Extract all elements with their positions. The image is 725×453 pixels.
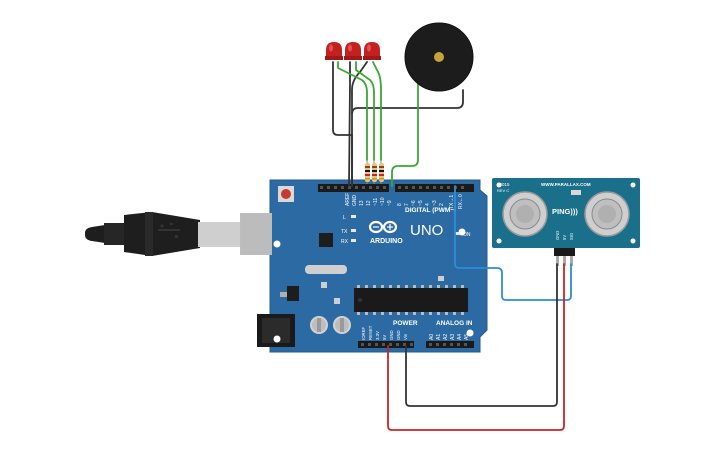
pin-label: 13: [359, 200, 365, 206]
led-l-label: L: [343, 215, 346, 221]
brand-label: ARDUINO: [370, 238, 403, 245]
sensor-pin-label: GND: [555, 231, 560, 240]
pin-label: AREF: [345, 193, 351, 206]
sensor-rev: REV C: [497, 188, 509, 193]
wire-green-led3: [372, 61, 382, 161]
led-rx-label: RX: [341, 239, 349, 245]
regulator: [287, 286, 299, 301]
pin-label: Vin: [403, 333, 408, 340]
resistor: [365, 158, 370, 184]
pin-label: 4: [425, 203, 431, 206]
arduino-uno-board: AREF GND 13 12 ~11 ~10 ~9 8 7 ~6 ~5 4 ~3…: [242, 179, 488, 353]
led-tx: [351, 229, 356, 232]
analog-label: ANALOG IN: [436, 320, 473, 327]
pin-label: ~10: [380, 197, 386, 206]
digital-header-label: DIGITAL (PWM~): [405, 207, 456, 214]
pin-label: TX→1: [449, 195, 455, 209]
led-on: [455, 232, 460, 235]
pin-label: 12: [366, 200, 372, 206]
sensor-site: WWW.PARALLAX.COM: [541, 182, 591, 187]
pin-label: GND: [396, 330, 401, 340]
top-pin-labels: AREF GND 13 12 ~11 ~10 ~9 8 7 ~6 ~5 4 ~3…: [345, 193, 464, 209]
pin-label: A0: [429, 334, 435, 340]
piezo-buzzer: [404, 22, 474, 92]
power-label: POWER: [393, 320, 418, 327]
wire-green-led1: [337, 61, 368, 161]
pin-label: 7: [404, 203, 410, 206]
pin-label: 8: [397, 203, 403, 206]
pin-label: ~11: [373, 198, 379, 206]
capacitor: [333, 316, 351, 334]
pin-label: A2: [443, 334, 449, 340]
sensor-pin-label: 5V: [562, 235, 567, 240]
usb-chip: [319, 233, 333, 247]
led-red-3: [363, 42, 381, 60]
transducer-left: [502, 191, 548, 237]
pin-label: 3.3V: [375, 331, 380, 340]
sensor-model: 28015: [497, 182, 510, 187]
wire-black-led1: [332, 61, 353, 187]
header-power: [358, 341, 414, 348]
pin-label: 5V: [382, 335, 387, 340]
pin-label: 2: [439, 203, 445, 206]
board-model-label: UNO: [410, 222, 443, 239]
atmega-chip: [354, 285, 468, 315]
pin-label: ~6: [411, 200, 417, 206]
pin-label: RESET: [368, 325, 373, 340]
capacitor: [310, 316, 328, 334]
wire-blue-signal: [454, 185, 572, 301]
arduino-logo: [368, 220, 398, 234]
pin-label: IOREF: [361, 326, 366, 340]
pin-label: ~5: [418, 200, 424, 206]
crystal: [305, 265, 347, 274]
wire-green-led2: [355, 61, 375, 161]
usb-port: [242, 213, 272, 255]
transducer-right: [584, 191, 630, 237]
led-l: [351, 215, 356, 218]
resistor-array: [365, 158, 384, 184]
pin-label: A4: [457, 334, 463, 340]
pin-label: GND: [389, 330, 394, 340]
led-tx-label: TX: [341, 229, 348, 235]
wire-red-sensor-5v: [387, 263, 565, 431]
analog-pin-labels: A0 A1 A2 A3 A4 A5: [429, 334, 470, 340]
power-pin-labels: IOREF RESET 3.3V 5V GND GND Vin: [361, 325, 408, 340]
sensor-pin-label: SIG: [569, 233, 574, 240]
wire-black-led3: [351, 61, 368, 187]
ping-ultrasonic-sensor: 28015 REV C WWW.PARALLAX.COM PING))) GND…: [492, 178, 640, 266]
sensor-header: [554, 248, 575, 256]
resistor: [372, 158, 377, 184]
pin-label: ~3: [432, 200, 438, 206]
led-red-1: [325, 42, 343, 60]
sensor-brand: PING))): [552, 207, 578, 216]
wire-black-led2: [348, 61, 351, 187]
resistor: [379, 158, 384, 184]
wire-black-buzzer: [351, 89, 464, 115]
pin-label: A5: [464, 334, 470, 340]
pin-label: ~9: [387, 200, 393, 206]
pin-label: A3: [450, 334, 456, 340]
pin-label: GND: [352, 195, 358, 207]
wire-green-buzzer: [391, 83, 419, 187]
header-top-left: [318, 184, 389, 192]
led-red-2: [344, 42, 362, 60]
wire-black-sensor-gnd: [405, 263, 558, 407]
led-rx: [351, 239, 356, 242]
pin-label: RX←0: [458, 194, 464, 209]
pin-label: A1: [436, 334, 442, 340]
led-on-label: ON: [463, 232, 471, 238]
